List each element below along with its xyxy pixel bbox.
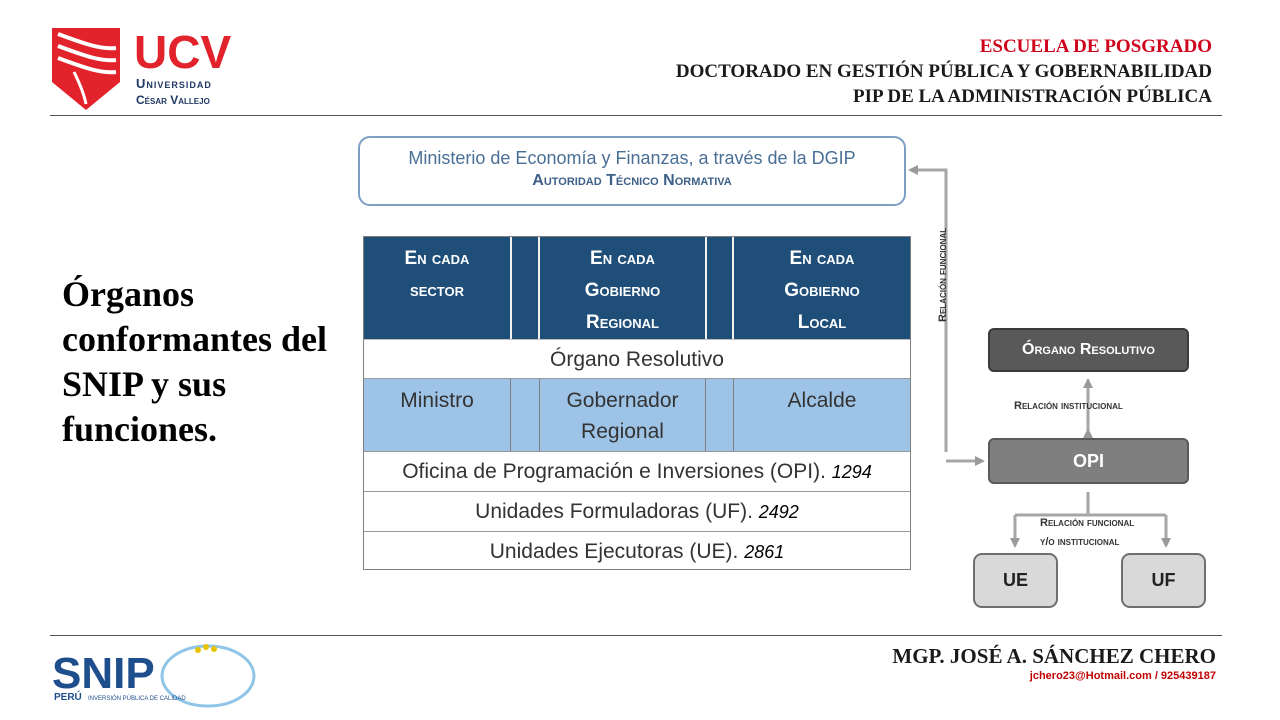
ucv-brand: UCV (134, 26, 231, 78)
snip-brand: SNIP (52, 649, 155, 698)
table-separator (510, 237, 540, 339)
header-school: ESCUELA DE POSGRADO (979, 36, 1212, 57)
organo-resolutivo-box: Órgano Resolutivo (988, 328, 1189, 372)
ucv-logo-line2: César Vallejo (136, 93, 210, 107)
table-row: Unidades Ejecutoras (UE). 2861 (364, 531, 910, 571)
table-separator (705, 379, 734, 451)
authority-gobernador: Gobernador Regional (540, 379, 705, 451)
header-cell-text: Gobierno (584, 280, 661, 301)
relacion-funcional-label-2: Relación funcional (1040, 517, 1135, 529)
authority-text: Ministro (400, 389, 474, 412)
header-cell-text: Local (797, 312, 847, 333)
row-label: Unidades Formuladoras (UF). (475, 500, 759, 523)
ucv-logo-line1: Universidad (136, 76, 212, 91)
authority-text: Regional (581, 420, 664, 443)
resolutivo-label: Órgano Resolutivo (550, 348, 724, 371)
snip-logo-line1: PERÚ (54, 690, 82, 703)
header-cell-text: sector (410, 280, 464, 301)
header-cell-local: En cada Gobierno Local (734, 237, 910, 339)
row-label: Unidades Ejecutoras (UE). (489, 540, 745, 563)
relacion-institucional-label: Relación institucional (1014, 400, 1123, 412)
header-divider (50, 115, 1222, 116)
row-count: 2492 (758, 502, 799, 522)
header-cell-text: Regional (586, 312, 659, 333)
ue-box: UE (973, 553, 1058, 608)
ucv-logo: UCV Universidad César Vallejo (52, 26, 231, 110)
row-label: Oficina de Programación e Inversiones (O… (402, 460, 832, 483)
snip-logo: SNIP PERÚ INVERSIÓN PÚBLICA DE CALIDAD (52, 644, 256, 708)
dgip-role: Autoridad Técnico Normativa (532, 172, 732, 189)
header-cell-text: Gobierno (784, 280, 860, 301)
organs-table: En cada sector En cada Gobierno Regional… (363, 236, 911, 570)
snip-swoosh-icon (160, 644, 256, 708)
header-cell-text: En cada (590, 248, 655, 269)
header-cell-sector: En cada sector (364, 237, 510, 339)
table-row-resolutivo: Órgano Resolutivo (364, 339, 910, 379)
author-name: MGP. JOSÉ A. SÁNCHEZ CHERO (892, 644, 1216, 668)
relacion-funcional-label: Relación funcional (937, 227, 949, 322)
table-header-row: En cada sector En cada Gobierno Regional… (364, 237, 910, 339)
table-row-authorities: Ministro Gobernador Regional Alcalde (364, 379, 910, 451)
table-row: Oficina de Programación e Inversiones (O… (364, 451, 910, 491)
header-cell-regional: En cada Gobierno Regional (540, 237, 705, 339)
slide-title: Órganos conformantes del SNIP y sus func… (62, 274, 327, 449)
authority-text: Gobernador (566, 389, 679, 412)
footer-divider (50, 635, 1222, 636)
table-row: Unidades Formuladoras (UF). 2492 (364, 491, 910, 531)
uf-box: UF (1121, 553, 1206, 608)
authority-alcalde: Alcalde (734, 379, 910, 451)
dgip-name: Ministerio de Economía y Finanzas, a tra… (408, 148, 856, 168)
header-cell-text: En cada (789, 248, 855, 269)
header-topic: PIP DE LA ADMINISTRACIÓN PÚBLICA (853, 86, 1212, 107)
authority-text: Alcalde (787, 389, 857, 412)
author-contact: jchero23@Hotmail.com / 925439187 (1029, 670, 1216, 682)
relacion-institucional-label-2: y/o institucional (1040, 536, 1120, 548)
row-count: 1294 (831, 462, 872, 482)
authority-ministro: Ministro (364, 379, 510, 451)
table-separator (510, 379, 540, 451)
row-count: 2861 (744, 542, 785, 562)
dgip-box: Ministerio de Economía y Finanzas, a tra… (358, 136, 906, 206)
header-cell-text: En cada (404, 248, 470, 269)
ucv-shield-icon (52, 28, 120, 110)
table-separator (705, 237, 734, 339)
header-program: DOCTORADO EN GESTIÓN PÚBLICA Y GOBERNABI… (675, 61, 1212, 82)
opi-box: OPI (988, 438, 1189, 484)
snip-logo-line2: INVERSIÓN PÚBLICA DE CALIDAD (88, 695, 186, 702)
